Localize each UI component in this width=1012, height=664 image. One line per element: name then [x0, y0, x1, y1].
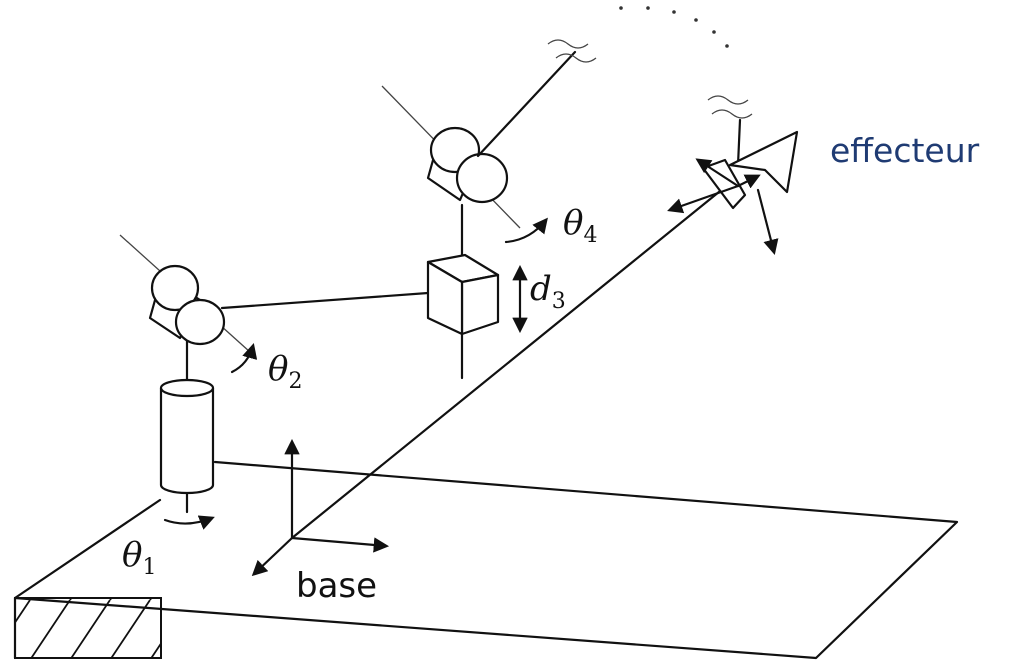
dotted-continuation: [619, 6, 729, 48]
joint1-cylinder: [159, 328, 215, 530]
link-break-marks: [547, 39, 753, 119]
d3-label: d3: [530, 269, 566, 314]
link-4: [476, 50, 577, 158]
joint3-prismatic-cube: [426, 203, 528, 380]
theta4-label: θ4: [563, 203, 597, 248]
theta2-label: θ2: [268, 349, 302, 394]
joint4-revolute: [381, 85, 548, 244]
base-effector-line: [290, 181, 733, 540]
effector-label: effecteur: [830, 131, 980, 170]
theta1-label: θ1: [122, 535, 156, 580]
base-hatched-support: [14, 597, 162, 659]
end-effector-gripper: [667, 118, 799, 255]
joint2-revolute: [119, 234, 258, 374]
link-2: [220, 291, 430, 310]
base-frame-axes: [251, 438, 390, 577]
base-platform: [13, 460, 959, 660]
base-label: base: [296, 566, 377, 606]
